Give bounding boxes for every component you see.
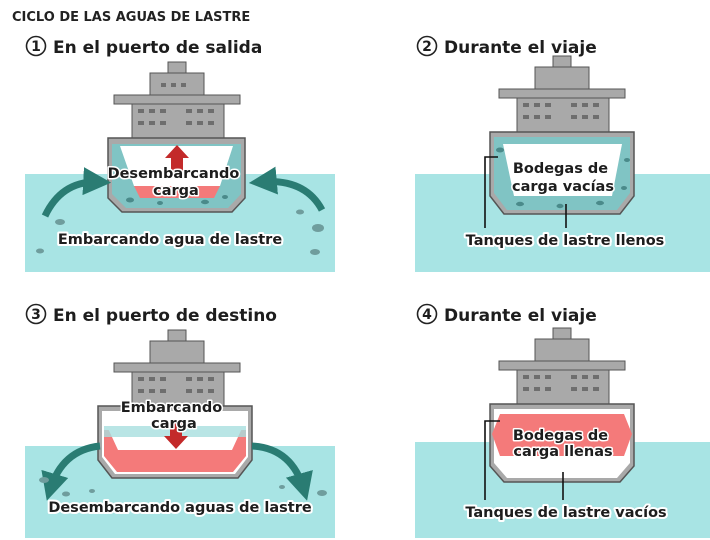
cargo-hold xyxy=(503,144,622,196)
discharge-arrow-left xyxy=(41,442,101,501)
intake-arrow-left xyxy=(41,167,112,218)
cargo-hold-full xyxy=(492,414,632,456)
ship xyxy=(107,61,246,213)
diagram-title: CICLO DE LAS AGUAS DE LASTRE xyxy=(12,10,250,25)
panel-3-heading: 3 En el puerto de destino xyxy=(25,303,277,326)
intake-arrow-right xyxy=(248,166,326,212)
step-number-badge xyxy=(416,35,438,57)
panel-voyage-empty: 2 Durante el viaje Bodegas de carga vací… xyxy=(415,35,710,272)
step-number-badge xyxy=(416,303,438,325)
inner-label: Embarcando carga xyxy=(121,400,227,432)
ballast-debris xyxy=(126,195,228,205)
pointer-line-left xyxy=(484,420,500,500)
cargo-load xyxy=(134,186,220,198)
panel-destination-port: 3 En el puerto de destino xyxy=(25,303,335,538)
inner-label: Bodegas de carga vacías xyxy=(512,161,614,195)
panel-departure-port: 1 En el puerto de salida xyxy=(25,35,335,272)
step-number: 2 xyxy=(422,39,432,55)
bottom-label: Tanques de lastre llenos xyxy=(466,233,665,249)
discharge-arrow-right xyxy=(251,442,313,501)
step-number: 4 xyxy=(422,307,432,323)
bottom-label: Embarcando agua de lastre xyxy=(58,232,282,248)
bottom-label: Desembarcando aguas de lastre xyxy=(48,500,312,516)
step-number-badge xyxy=(25,303,47,325)
step-number: 3 xyxy=(31,307,41,323)
panel-heading: En el puerto de salida xyxy=(53,38,262,58)
unloading-cargo-arrow xyxy=(165,145,189,172)
pointer-line-left xyxy=(484,156,498,228)
bottom-label: Tanques de lastre vacíos xyxy=(465,505,666,521)
panel-4-heading: 4 Durante el viaje xyxy=(416,303,597,326)
ballast-debris xyxy=(496,147,630,209)
panel-1-heading: 1 En el puerto de salida xyxy=(25,35,262,58)
inner-label: Desembarcando carga xyxy=(108,166,245,199)
ship xyxy=(489,327,635,483)
panel-voyage-full: 4 Durante el viaje Bodegas de carga llen… xyxy=(415,303,710,538)
panel-heading: En el puerto de destino xyxy=(53,306,277,326)
step-number: 1 xyxy=(31,39,41,55)
step-number-badge xyxy=(25,35,47,57)
water-organisms xyxy=(39,477,327,497)
loading-cargo-arrow xyxy=(164,422,188,449)
inner-label: Bodegas de carga llenas xyxy=(513,428,613,460)
panel-2-heading: 2 Durante el viaje xyxy=(416,35,597,58)
panel-heading: Durante el viaje xyxy=(444,38,597,58)
panel-heading: Durante el viaje xyxy=(444,306,597,326)
ship xyxy=(489,55,635,215)
water-organisms xyxy=(36,209,324,255)
